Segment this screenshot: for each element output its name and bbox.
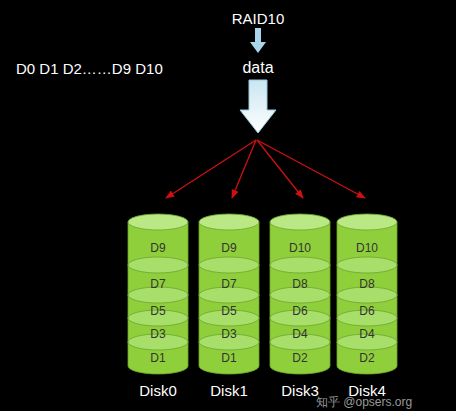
block-label: D1 bbox=[127, 352, 189, 364]
block-sequence: D0 D1 D2……D9 D10 bbox=[16, 61, 163, 76]
block-label: D1 bbox=[198, 352, 260, 364]
disk-band bbox=[128, 214, 188, 273]
block-label: D6 bbox=[269, 305, 331, 317]
block-label: D4 bbox=[269, 328, 331, 340]
disk-band bbox=[199, 214, 259, 273]
disk-label: Disk1 bbox=[198, 383, 260, 398]
block-label: D9 bbox=[198, 242, 260, 254]
disk-node: D10D8D6D4D2Disk4 bbox=[336, 208, 398, 403]
disk-node: D10D8D6D4D2Disk3 bbox=[269, 208, 331, 403]
block-label: D7 bbox=[127, 278, 189, 290]
block-label: D10 bbox=[269, 242, 331, 254]
block-label: D2 bbox=[269, 352, 331, 364]
disk-label: Disk4 bbox=[336, 383, 398, 398]
block-label: D3 bbox=[127, 328, 189, 340]
small-down-arrow bbox=[250, 28, 266, 53]
disk-band bbox=[128, 334, 188, 374]
block-label: D9 bbox=[127, 242, 189, 254]
block-label: D3 bbox=[198, 328, 260, 340]
split-arrow bbox=[166, 140, 256, 198]
disk-band bbox=[337, 287, 397, 326]
disk-band bbox=[199, 257, 259, 303]
split-arrow bbox=[257, 140, 365, 198]
disk-node: D9D7D5D3D1Disk0 bbox=[127, 208, 189, 403]
disk-node: D9D7D5D3D1Disk1 bbox=[198, 208, 260, 403]
band-top bbox=[128, 257, 188, 273]
band-top bbox=[128, 214, 188, 230]
disk-band bbox=[337, 334, 397, 374]
block-label: D7 bbox=[198, 278, 260, 290]
watermark: 知乎 @opsers.org bbox=[316, 396, 412, 408]
block-label: D5 bbox=[198, 305, 260, 317]
block-label: D6 bbox=[336, 305, 398, 317]
disk-label: Disk0 bbox=[127, 383, 189, 398]
block-label: D8 bbox=[269, 278, 331, 290]
disk-band bbox=[128, 257, 188, 303]
disk-band bbox=[128, 287, 188, 326]
disk-band bbox=[337, 214, 397, 273]
disk-band bbox=[270, 287, 330, 326]
disk-label: Disk3 bbox=[269, 383, 331, 398]
disk-band bbox=[337, 257, 397, 303]
disk-band bbox=[270, 257, 330, 303]
split-arrow bbox=[232, 140, 256, 198]
band-top bbox=[337, 214, 397, 230]
title-text: RAID10 bbox=[232, 11, 285, 26]
band-top bbox=[270, 257, 330, 273]
data-text: data bbox=[242, 60, 273, 76]
disk-band bbox=[199, 287, 259, 326]
block-label: D5 bbox=[127, 305, 189, 317]
band-top bbox=[199, 214, 259, 230]
disk-band bbox=[270, 214, 330, 273]
big-down-arrow bbox=[240, 80, 276, 133]
band-top bbox=[337, 257, 397, 273]
band-top bbox=[199, 257, 259, 273]
block-label: D2 bbox=[336, 352, 398, 364]
block-label: D4 bbox=[336, 328, 398, 340]
disk-band bbox=[199, 334, 259, 374]
block-label: D10 bbox=[336, 242, 398, 254]
split-arrow bbox=[257, 140, 303, 198]
band-top bbox=[270, 214, 330, 230]
block-label: D8 bbox=[336, 278, 398, 290]
disk-band bbox=[270, 334, 330, 374]
